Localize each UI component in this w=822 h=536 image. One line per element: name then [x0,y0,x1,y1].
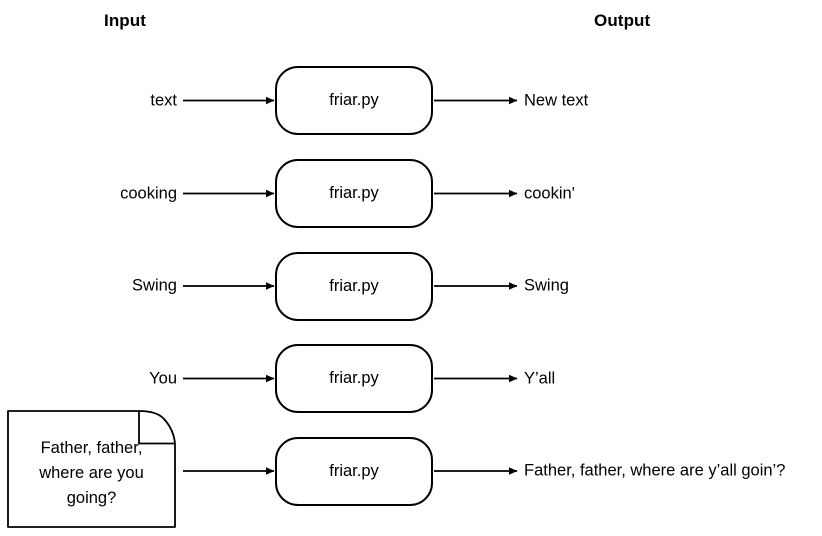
output-label-5: Father, father, where are y’all goin’? [524,461,786,480]
process-node-label-5: friar.py [329,461,379,480]
process-node-label-2: friar.py [329,184,379,203]
process-node-2[interactable]: friar.py [275,159,433,228]
process-node-4[interactable]: friar.py [275,344,433,413]
input-label-1: text [150,91,177,109]
process-node-1[interactable]: friar.py [275,66,433,135]
column-header-output: Output [594,11,651,30]
process-node-label-4: friar.py [329,369,379,388]
document-note-icon [7,410,176,528]
note-text: Father, father, where are you going? [17,436,166,511]
output-label-2: cookin' [524,184,575,202]
output-label-4: Y’all [524,369,556,387]
input-label-2: cooking [120,184,177,202]
process-node-label-1: friar.py [329,91,379,110]
process-node-3[interactable]: friar.py [275,251,433,321]
input-label-4: You [149,369,177,387]
note-line-3: going? [66,489,117,507]
column-header-input: Input [104,11,147,30]
process-node-5[interactable]: friar.py [275,436,433,506]
process-node-label-3: friar.py [329,276,379,295]
note-shape[interactable]: Father, father, where are you going? [7,410,176,528]
input-label-3: Swing [132,276,177,295]
output-label-1: New text [524,91,589,109]
note-line-1: Father, father, [40,439,143,457]
output-label-3: Swing [524,276,569,295]
note-line-2: where are you [39,464,144,482]
